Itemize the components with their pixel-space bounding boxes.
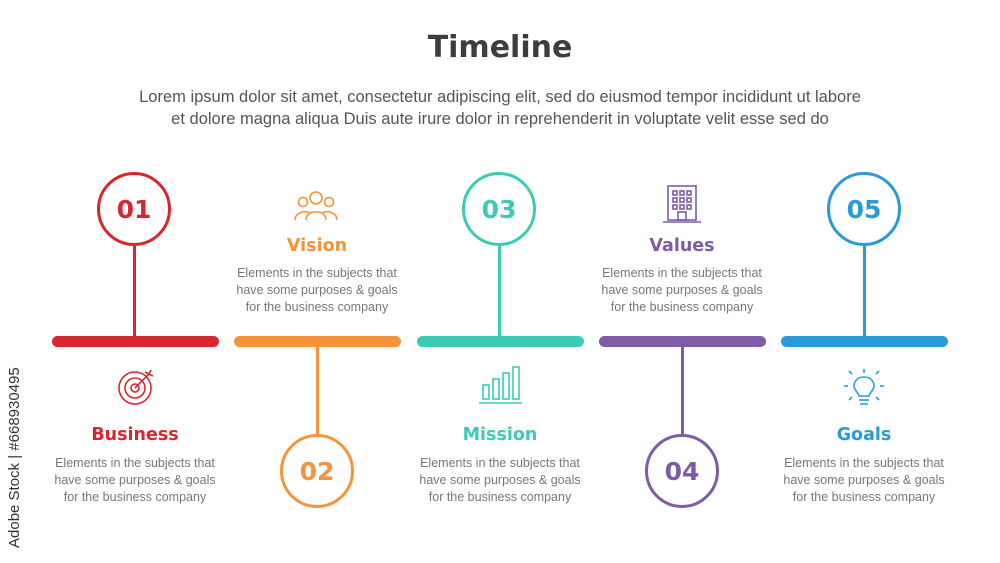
page-subtitle: Lorem ipsum dolor sit amet, consectetur … <box>40 86 960 130</box>
step-4-description: Elements in the subjects that have some … <box>601 266 763 314</box>
step-5-label: Goals <box>836 425 892 445</box>
step-5-number: 05 <box>846 194 882 224</box>
step-5-bar <box>781 336 948 347</box>
step-4-connector <box>681 345 684 437</box>
step-1-bar <box>52 336 219 347</box>
subtitle-line-2: et dolore magna aliqua Duis aute irure d… <box>171 110 829 128</box>
step-3-connector <box>498 246 501 338</box>
bar-chart-icon <box>479 366 522 404</box>
step-4-bar <box>599 336 766 347</box>
step-2-description: Elements in the subjects that have some … <box>236 266 398 314</box>
step-2-connector <box>316 345 319 437</box>
step-5-circle: 05 <box>827 172 901 246</box>
people-icon <box>294 191 338 221</box>
step-4-label: Values <box>649 236 715 256</box>
step-3-label: Mission <box>462 425 538 445</box>
step-1-circle: 01 <box>97 172 171 246</box>
step-3-circle: 03 <box>462 172 536 246</box>
step-2-circle: 02 <box>280 434 354 508</box>
lightbulb-icon <box>844 369 884 405</box>
page-title: Timeline <box>427 30 573 65</box>
step-5-connector <box>863 246 866 338</box>
step-4-circle: 04 <box>645 434 719 508</box>
step-2-label: Vision <box>286 236 348 256</box>
step-1-connector <box>133 246 136 338</box>
target-icon <box>118 369 154 405</box>
subtitle-line-1: Lorem ipsum dolor sit amet, consectetur … <box>139 88 861 106</box>
step-3-description: Elements in the subjects that have some … <box>419 456 581 504</box>
step-1-label: Business <box>91 425 179 445</box>
step-3-number: 03 <box>481 194 517 224</box>
stock-watermark: Adobe Stock | #668930495 <box>6 367 23 548</box>
step-4-number: 04 <box>664 456 700 486</box>
step-2-bar <box>234 336 401 347</box>
step-1-description: Elements in the subjects that have some … <box>54 456 216 504</box>
building-icon <box>663 185 701 223</box>
step-2-number: 02 <box>299 456 335 486</box>
step-3-bar <box>417 336 584 347</box>
step-1-number: 01 <box>116 194 152 224</box>
step-5-description: Elements in the subjects that have some … <box>783 456 945 504</box>
